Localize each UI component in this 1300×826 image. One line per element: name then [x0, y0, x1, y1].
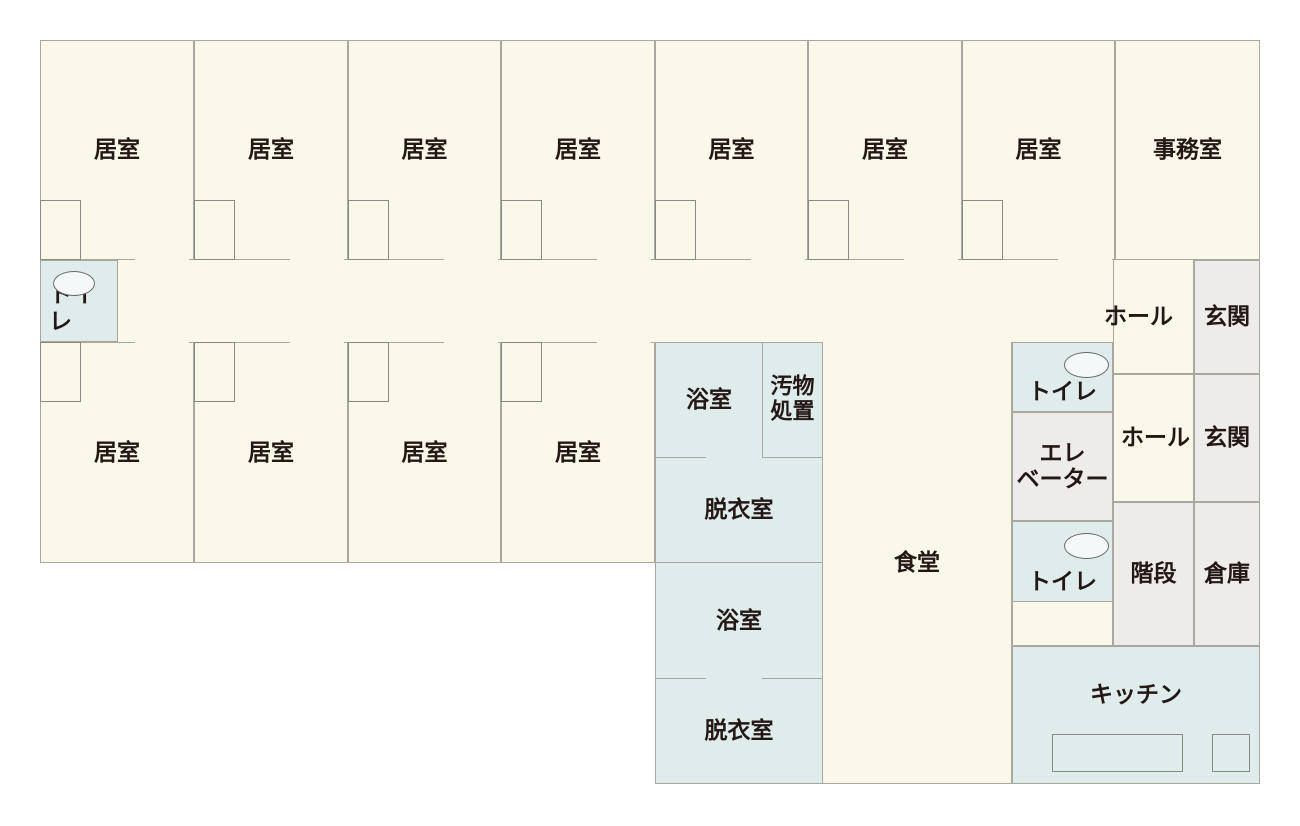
room-label: 居室 [401, 136, 448, 163]
room-label: 玄関 [1204, 424, 1250, 451]
toilet-bowl-icon [53, 271, 95, 296]
room-living-top-1[interactable]: 居室 [40, 40, 194, 260]
room-changing-2[interactable]: 脱衣室 [655, 678, 823, 784]
room-label: ホール [1121, 424, 1190, 451]
room-living-top-3[interactable]: 居室 [348, 40, 501, 260]
room-label: 食堂 [894, 549, 940, 576]
room-toilet-upper[interactable]: トイレ [1012, 342, 1113, 412]
door-opening [597, 340, 651, 344]
room-living-top-2[interactable]: 居室 [194, 40, 348, 260]
room-toilet-passage [1012, 602, 1113, 646]
room-soiled-storage[interactable]: 汚物 処置 [762, 342, 823, 458]
door-opening [290, 257, 344, 261]
room-living-bottom-2[interactable]: 居室 [194, 342, 348, 563]
room-toilet-fixture [194, 200, 235, 260]
door-opening [444, 340, 498, 344]
door-opening [1058, 257, 1112, 261]
room-label: 浴室 [686, 386, 732, 413]
room-label: ホール [1104, 303, 1173, 330]
room-label: トイレ [1028, 568, 1097, 595]
kitchen-sink [1212, 734, 1250, 772]
room-label: トイレ [1028, 378, 1097, 405]
room-living-top-6[interactable]: 居室 [808, 40, 962, 260]
room-label: 居室 [708, 136, 755, 163]
room-living-top-4[interactable]: 居室 [501, 40, 655, 260]
kitchen-counter [1052, 734, 1183, 772]
room-label: エレ ベーター [1016, 440, 1109, 493]
room-label: キッチン [1090, 681, 1182, 708]
room-label: 玄関 [1204, 303, 1250, 330]
room-living-top-5[interactable]: 居室 [655, 40, 808, 260]
room-label: 居室 [94, 439, 140, 466]
room-toilet-fixture [348, 342, 389, 402]
room-label: 居室 [94, 136, 140, 163]
room-label: 脱衣室 [704, 496, 774, 523]
room-label: 階段 [1130, 560, 1177, 587]
door-opening [290, 340, 344, 344]
room-toilet-lower[interactable]: トイレ [1012, 521, 1113, 602]
room-kitchen[interactable]: キッチン [1012, 646, 1260, 784]
room-toilet-fixture [962, 200, 1003, 260]
room-toilet-fixture [194, 342, 235, 402]
door-opening [706, 455, 762, 459]
room-label: 倉庫 [1204, 560, 1250, 587]
room-changing-1[interactable]: 脱衣室 [655, 457, 823, 563]
room-label: 浴室 [716, 607, 762, 634]
room-entrance-upper[interactable]: 玄関 [1194, 260, 1260, 374]
room-toilet-fixture [501, 342, 542, 402]
door-opening [135, 257, 189, 261]
toilet-bowl-icon [1064, 352, 1109, 378]
door-opening [135, 340, 189, 344]
room-label: 居室 [555, 439, 601, 466]
room-living-bottom-3[interactable]: 居室 [348, 342, 501, 563]
room-label: 居室 [1015, 136, 1062, 163]
room-toilet-fixture [501, 200, 542, 260]
room-label: 脱衣室 [704, 717, 774, 744]
door-opening [706, 676, 762, 680]
door-opening [597, 257, 651, 261]
room-living-top-7[interactable]: 居室 [962, 40, 1115, 260]
room-label: 汚物 処置 [770, 374, 815, 425]
corridor [40, 259, 1115, 343]
room-living-bottom-1[interactable]: 居室 [40, 342, 194, 563]
room-toilet-fixture [808, 200, 849, 260]
room-stairs[interactable]: 階段 [1113, 502, 1194, 646]
room-living-bottom-4[interactable]: 居室 [501, 342, 655, 563]
door-opening [444, 257, 498, 261]
room-toilet-fixture [40, 200, 81, 260]
room-toilet-fixture [348, 200, 389, 260]
room-hall-lower[interactable]: ホール [1113, 374, 1194, 502]
toilet-bowl-icon [1064, 533, 1109, 559]
room-dining[interactable]: 食堂 [822, 342, 1012, 784]
room-toilet-fixture [40, 342, 81, 402]
room-toilet-fixture [655, 200, 696, 260]
room-bath-2[interactable]: 浴室 [655, 562, 823, 679]
room-office[interactable]: 事務室 [1115, 40, 1260, 260]
room-label: 居室 [248, 439, 294, 466]
room-bath-1[interactable]: 浴室 [655, 342, 763, 458]
room-elevator[interactable]: エレ ベーター [1012, 412, 1113, 521]
door-opening [751, 257, 805, 261]
room-label: 事務室 [1153, 136, 1222, 163]
room-entrance-lower[interactable]: 玄関 [1194, 374, 1260, 502]
room-label: 居室 [555, 136, 601, 163]
room-label: 居室 [862, 136, 908, 163]
room-label: 居室 [401, 439, 448, 466]
room-label: 居室 [248, 136, 294, 163]
room-hall-upper[interactable]: ホール [1104, 260, 1194, 374]
door-opening [904, 257, 958, 261]
room-storage[interactable]: 倉庫 [1194, 502, 1260, 646]
